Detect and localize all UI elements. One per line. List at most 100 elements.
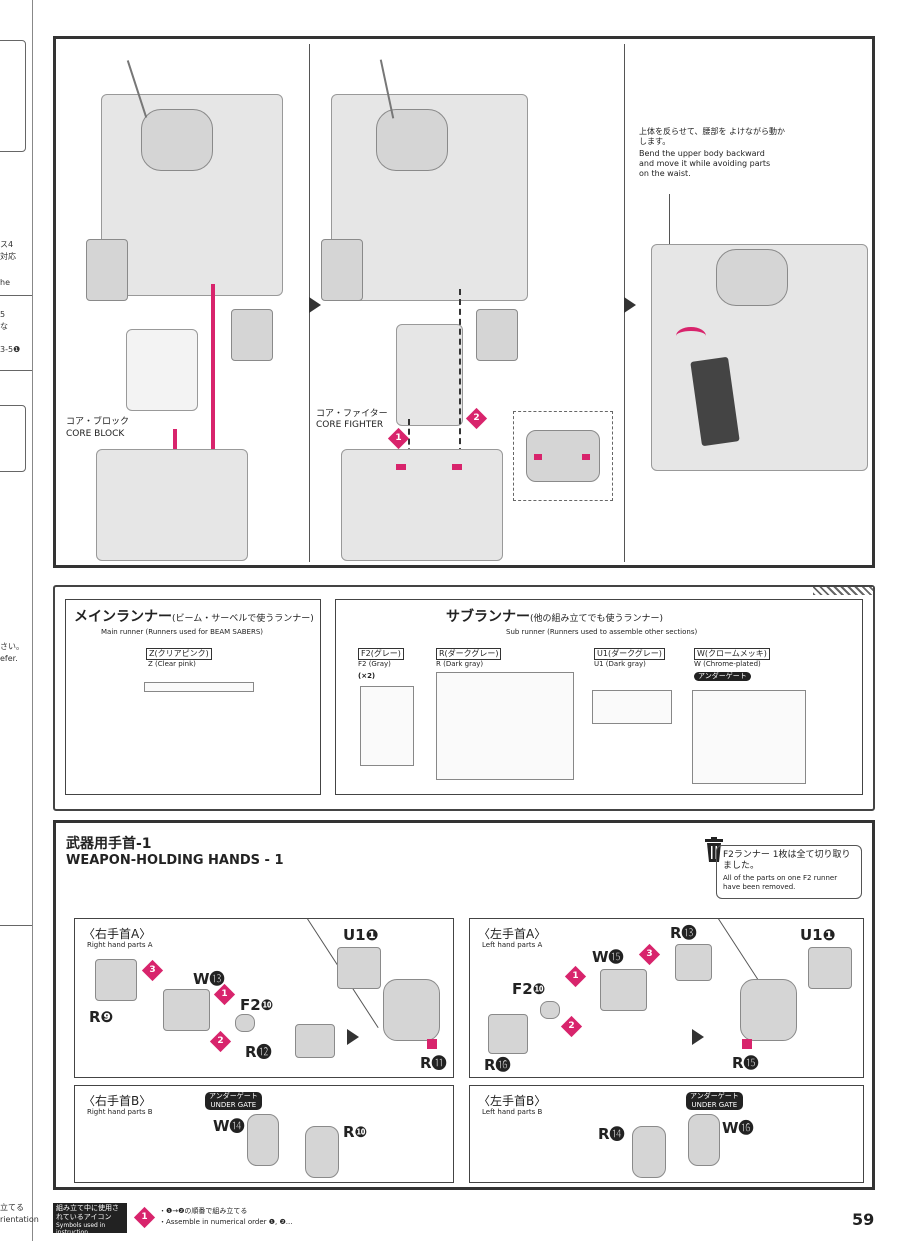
margin-box-mid [0, 405, 26, 472]
core-fighter-part [396, 324, 463, 426]
runner-u1-jp: U1(ダークグレー) [594, 648, 665, 660]
margin-rule [0, 295, 32, 296]
margin-rule [0, 925, 32, 926]
left-hand-a-box: 〈左手首A〉 Left hand parts A R⓭ W⓯ F2❿ R⓰ 3 … [469, 918, 864, 1078]
next-step-arrow [692, 1029, 704, 1045]
part-u1 [337, 947, 381, 989]
step-3-icon: 3 [141, 959, 164, 982]
right-hand-a-box: 〈右手首A〉 Right hand parts A W⓭ F2❿ R❾ R⓬ 3… [74, 918, 454, 1078]
part-w13 [163, 989, 210, 1031]
core-block-label-en: CORE BLOCK [66, 429, 125, 439]
dashed-guide [459, 289, 461, 474]
trash-note-box: F2ランナー 1枚は全て切り取りました。 All of the parts on… [716, 845, 862, 899]
step-1-icon: 1 [387, 427, 410, 450]
section-title-en: WEAPON-HOLDING HANDS - 1 [66, 853, 284, 868]
part-r14 [632, 1126, 666, 1178]
runner-r-image [436, 672, 574, 780]
runner-f2-image [360, 686, 414, 766]
right-hand-a-en: Right hand parts A [87, 941, 153, 949]
label-r12: R⓬ [245, 1043, 272, 1061]
label-u1: U1❶ [800, 926, 836, 944]
margin-text: 立てる [0, 1203, 24, 1212]
part-r13 [675, 944, 712, 981]
margin-text: 3-5❶ [0, 345, 21, 354]
left-margin-strip: ス4 対応 he 5 な 3-5❶ さい。 efer. 立てる rientati… [0, 0, 39, 1241]
next-step-arrow [347, 1029, 359, 1045]
numbered-step-icon: 1 [133, 1206, 156, 1229]
runner-f2-qty: (×2) [358, 672, 376, 680]
pink-part-r15 [742, 1039, 752, 1049]
step-1-icon: 1 [564, 965, 587, 988]
trash-note-en: All of the parts on one F2 runner have b… [723, 874, 838, 891]
part-f2-10 [235, 1014, 255, 1032]
margin-text: rientation [0, 1215, 39, 1224]
left-hand-a-en: Left hand parts A [482, 941, 543, 949]
pink-socket [396, 464, 406, 470]
bend-note-en: Bend the upper body backward and move it… [639, 149, 771, 178]
label-w13: W⓭ [193, 970, 225, 988]
hatch-decoration [813, 587, 873, 595]
step-2-icon: 2 [209, 1030, 232, 1053]
margin-text: ス4 [0, 240, 14, 249]
margin-text: さい。 [0, 642, 24, 651]
part-r9 [95, 959, 137, 1001]
runner-r-en: R (Dark gray) [436, 660, 484, 668]
icon-legend: 組み立て中に使用されているアイコン Symbols used in instru… [53, 1203, 473, 1236]
weapon-hands-panel: 武器用手首-1 WEAPON-HOLDING HANDS - 1 F2ランナー … [53, 820, 875, 1190]
part-r10 [305, 1126, 339, 1178]
label-r15: R⓯ [732, 1054, 759, 1072]
page-number: 59 [852, 1210, 875, 1229]
core-fighter-label-en: CORE FIGHTER [316, 420, 384, 430]
right-hand-b-title: 〈右手首B〉 [83, 1094, 152, 1108]
label-w14: W⓮ [213, 1117, 245, 1135]
margin-text: な [0, 322, 8, 331]
part-w16 [688, 1114, 720, 1166]
sub-runner-box: サブランナー(他の組み立てでも使うランナー) Sub runner (Runne… [335, 599, 863, 795]
label-r14: R⓮ [598, 1125, 625, 1143]
part-f2-10 [540, 1001, 560, 1019]
detail-inset [513, 411, 613, 501]
hand-assembly [740, 979, 797, 1041]
part-w14 [247, 1114, 279, 1166]
next-step-arrow [624, 297, 636, 313]
part-r12 [295, 1024, 335, 1058]
right-hand-b-en: Right hand parts B [87, 1108, 153, 1116]
margin-box-top [0, 40, 26, 152]
left-hand-b-title: 〈左手首B〉 [478, 1094, 547, 1108]
runner-z-jp: Z(クリアピンク) [146, 648, 212, 660]
legend-text-en: ・Assemble in numerical order ❶, ❷... [159, 1218, 293, 1226]
robot-waist-2 [341, 449, 503, 561]
margin-text: 対応 [0, 252, 16, 261]
next-step-arrow [309, 297, 321, 313]
left-hand-b-en: Left hand parts B [482, 1108, 543, 1116]
label-u1: U1❶ [343, 926, 379, 944]
hand-assembly [383, 979, 440, 1041]
margin-text: 5 [0, 310, 6, 319]
runner-u1-en: U1 (Dark gray) [594, 660, 646, 668]
runner-w-en: W (Chrome-plated) [694, 660, 761, 668]
runner-section: メインランナー(ビーム・サーベルで使うランナー) Main runner (Ru… [53, 585, 875, 811]
legend-label: 組み立て中に使用されているアイコン Symbols used in instru… [53, 1203, 127, 1236]
runner-w-jp: W(クロームメッキ) [694, 648, 770, 660]
label-r13: R⓭ [670, 924, 697, 942]
pink-socket [452, 464, 462, 470]
label-w15: W⓯ [592, 948, 624, 966]
core-block-label-jp: コア・ブロック [66, 417, 130, 427]
step-2-icon: 2 [560, 1015, 583, 1038]
label-f2-10: F2❿ [512, 980, 546, 998]
part-u1 [808, 947, 852, 989]
margin-text: he [0, 278, 10, 287]
core-fighter-label-jp: コア・ファイター [316, 409, 388, 419]
runner-u1-image [592, 690, 672, 724]
step-3-icon: 3 [638, 943, 661, 966]
runner-z-en: Z (Clear pink) [148, 660, 196, 668]
right-hand-a-title: 〈右手首A〉 [83, 927, 152, 941]
pink-part-r11 [427, 1039, 437, 1049]
section-title-jp: 武器用手首-1 [66, 836, 152, 852]
dashed-guide [408, 419, 410, 474]
part-w15 [600, 969, 647, 1011]
label-r11: R⓫ [420, 1054, 447, 1072]
